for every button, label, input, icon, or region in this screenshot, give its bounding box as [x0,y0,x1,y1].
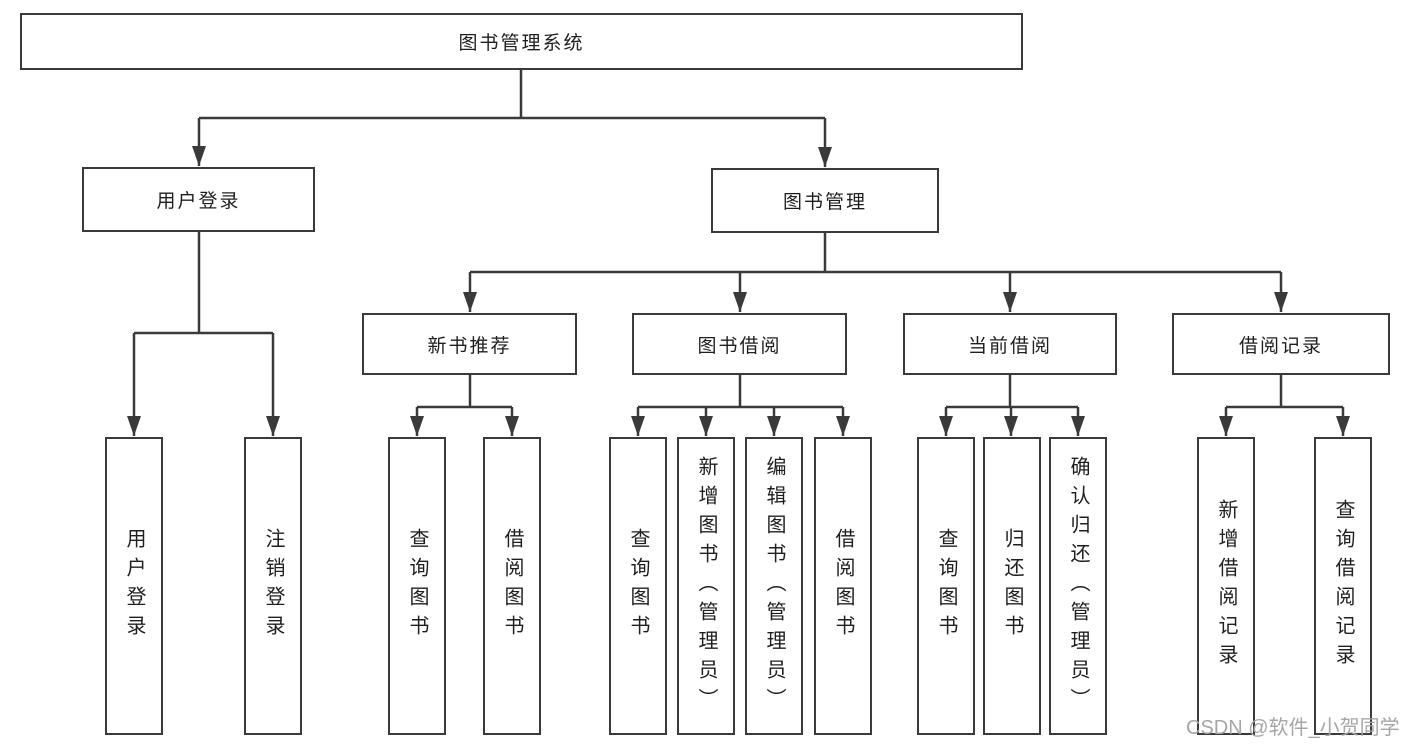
node-root-library-system: 图书管理系统 [20,13,1023,70]
node-label: 借阅图书 [501,528,523,644]
node-current-borrowing: 当前借阅 [903,313,1117,375]
branch-new-book-recommendation [417,375,512,409]
node-label: 查询图书 [627,528,649,644]
node-label: 用户登录 [156,191,241,212]
node-label: 新增借阅记录 [1215,499,1237,673]
node-new-book-recommendation: 新书推荐 [362,313,577,375]
node-label: 新增图书（管理员） [695,455,717,717]
node-leaf-return-book: 归还图书 [983,437,1041,735]
node-label: 借阅图书 [832,528,854,644]
branch-book-management [470,233,1281,274]
node-label: 图书管理 [782,192,867,213]
node-label: 图书管理系统 [458,33,585,54]
node-leaf-query-books-recommend: 查询图书 [388,437,446,735]
node-label: 确认归还（管理员） [1067,455,1089,717]
node-leaf-query-borrow-record: 查询借阅记录 [1314,437,1372,735]
branch-user-login [134,232,273,335]
node-leaf-borrow-books-recommend: 借阅图书 [483,437,541,735]
node-leaf-query-books-borrowing: 查询图书 [609,437,667,735]
node-book-borrowing: 图书借阅 [632,313,847,375]
node-leaf-edit-book-admin: 编辑图书（管理员） [745,437,803,735]
node-label: 查询图书 [406,528,428,644]
branch-book-borrowing [638,375,843,409]
node-leaf-add-borrow-record: 新增借阅记录 [1197,437,1255,735]
node-leaf-confirm-return-admin: 确认归还（管理员） [1049,437,1107,735]
node-label: 注销登录 [262,528,284,644]
node-user-login: 用户登录 [82,167,315,232]
branch-root [199,70,825,120]
node-label: 图书借阅 [697,335,782,357]
node-label: 编辑图书（管理员） [763,455,785,717]
node-label: 查询借阅记录 [1332,499,1354,673]
node-book-management: 图书管理 [711,168,939,233]
node-leaf-borrow-books-borrowing: 借阅图书 [814,437,872,735]
node-leaf-query-books-current: 查询图书 [917,437,975,735]
node-borrowing-records: 借阅记录 [1172,313,1390,375]
node-label: 归还图书 [1001,528,1023,644]
node-label: 查询图书 [935,528,957,644]
branch-current-borrowing [946,375,1078,409]
node-label: 当前借阅 [967,335,1052,357]
watermark-text: CSDN @软件_小贺同学 [1186,717,1400,739]
node-leaf-add-book-admin: 新增图书（管理员） [677,437,735,735]
node-label: 借阅记录 [1238,335,1323,357]
node-leaf-user-login: 用户登录 [105,437,163,735]
node-label: 用户登录 [123,528,145,644]
node-leaf-logout: 注销登录 [244,437,302,735]
branch-borrowing-records [1226,375,1343,409]
node-label: 新书推荐 [427,335,512,357]
